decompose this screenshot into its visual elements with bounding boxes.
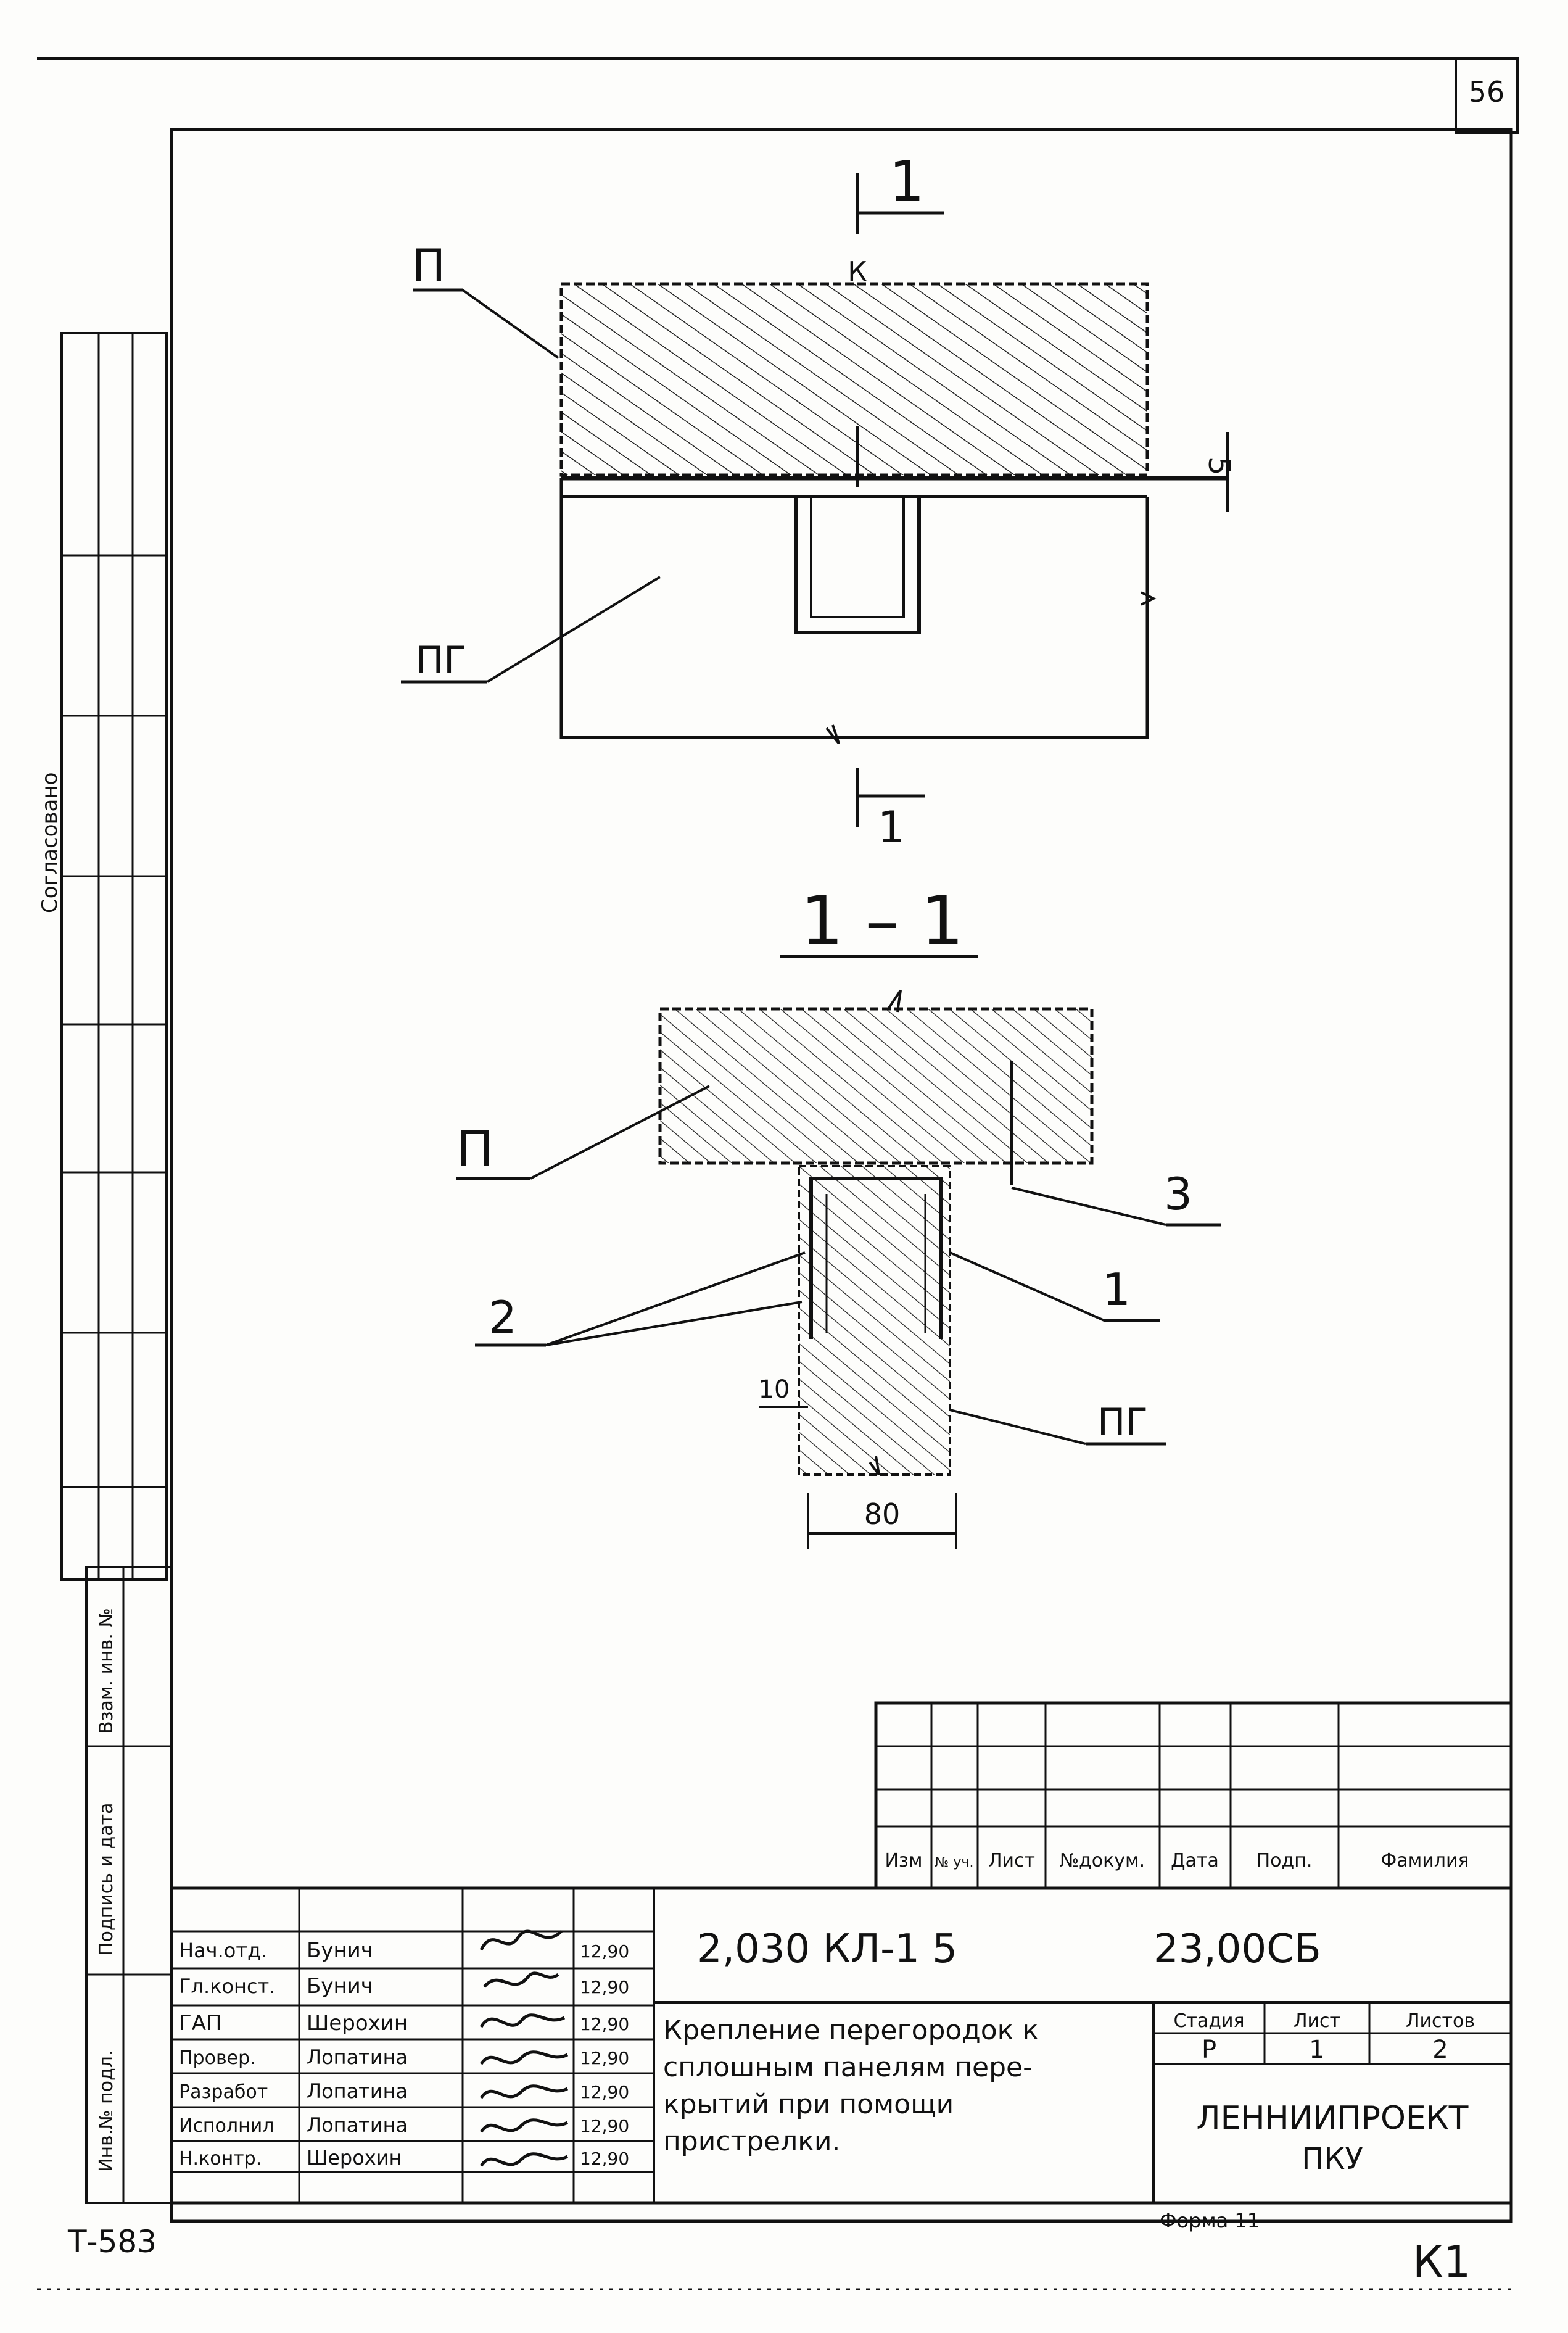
archive-number: Т-583 — [67, 2224, 157, 2260]
sheets-value: 2 — [1432, 2036, 1448, 2064]
rev-col-uch: № уч. — [935, 1855, 974, 1870]
role-5: Разработ — [179, 2081, 268, 2103]
drawing-frame — [170, 128, 1513, 2223]
form-label: Форма 11 — [1160, 2209, 1260, 2232]
rev-col-izm: Изм — [885, 1850, 922, 1871]
section-label-partition: ПГ — [1097, 1401, 1148, 1444]
section-partition — [798, 1165, 951, 1476]
agreed-label: Согласовано — [38, 773, 62, 913]
date-7: 12,90 — [580, 2149, 629, 2169]
revision-table: Изм № уч. Лист №докум. Дата Подп. Фамили… — [874, 1701, 1513, 1890]
description-line-4: пристрелки. — [663, 2126, 840, 2157]
sheet-number-box — [1455, 57, 1519, 134]
org-name: ЛЕННИИПРОЕКТ — [1197, 2100, 1469, 2137]
section-view: 1 – 1 П 3 1 2 10 — [456, 881, 1221, 1549]
doc-code-suffix: 23,00СБ — [1153, 1926, 1321, 1972]
left-strip: Согласовано Взам. инв. № Подпись и дата … — [38, 332, 173, 2204]
sheet-value: 1 — [1309, 2036, 1324, 2064]
sheets-label: Листов — [1406, 2010, 1475, 2032]
name-1: Бунич — [307, 1938, 373, 1963]
callout-1: 1 — [1102, 1264, 1131, 1316]
date-3: 12,90 — [580, 2014, 629, 2034]
corner-mark: К1 — [1413, 2237, 1471, 2287]
stage-label: Стадия — [1173, 2010, 1244, 2032]
plan-label-slab: П — [412, 239, 445, 291]
rev-col-data: Дата — [1171, 1850, 1219, 1871]
callout-2: 2 — [489, 1291, 517, 1343]
sheet-label: Лист — [1294, 2010, 1340, 2032]
section-title: 1 – 1 — [801, 881, 964, 960]
name-5: Лопатина — [307, 2079, 408, 2103]
stage-value: Р — [1202, 2036, 1216, 2064]
date-4: 12,90 — [580, 2048, 629, 2068]
rev-col-familia: Фамилия — [1380, 1850, 1469, 1871]
role-3: ГАП — [179, 2011, 222, 2036]
plan-fastener-inner — [810, 497, 905, 618]
rev-col-dokum: №докум. — [1060, 1850, 1145, 1871]
plan-dim-side: 5 — [1202, 457, 1236, 476]
dim-80: 80 — [864, 1498, 901, 1531]
description-line-1: Крепление перегородок к — [663, 2015, 1039, 2046]
role-2: Гл.конст. — [179, 1975, 275, 1998]
plan-view: 1 К 5 П ПГ 1 — [401, 149, 1236, 853]
section-bracket — [809, 1177, 943, 1339]
role-6: Исполнил — [179, 2115, 274, 2137]
role-7: Н.контр. — [179, 2148, 262, 2169]
name-3: Шерохин — [307, 2011, 408, 2036]
org-dept: ПКУ — [1302, 2142, 1363, 2176]
plan-partition — [559, 478, 1149, 739]
vzam-inv-label: Взам. инв. № — [96, 1608, 117, 1734]
plan-label-partition: ПГ — [416, 639, 466, 682]
section-bottom-number: 1 — [878, 802, 906, 853]
description-line-3: крытий при помощи — [663, 2089, 954, 2120]
doc-code: 2,030 КЛ-1 5 — [697, 1926, 957, 1972]
date-5: 12,90 — [580, 2082, 629, 2102]
dim-10: 10 — [759, 1375, 790, 1404]
section-label-slab: П — [456, 1121, 493, 1178]
role-4: Провер. — [179, 2047, 256, 2069]
role-1: Нач.отд. — [179, 1939, 267, 1962]
sheet-number: 56 — [1469, 75, 1505, 109]
date-2: 12,90 — [580, 1977, 629, 1997]
section-slab — [658, 1007, 1094, 1165]
description-line-2: сплошным панелям пере- — [663, 2052, 1033, 2083]
date-1: 12,90 — [580, 1941, 629, 1962]
section-top-number: 1 — [889, 149, 924, 214]
podpis-data-label: Подпись и дата — [96, 1803, 117, 1957]
plan-fastener-outer — [794, 497, 921, 634]
callout-3: 3 — [1164, 1168, 1192, 1220]
name-6: Лопатина — [307, 2113, 408, 2137]
name-7: Шерохин — [307, 2146, 402, 2169]
name-4: Лопатина — [307, 2045, 408, 2069]
rev-col-list: Лист — [988, 1850, 1035, 1871]
plan-slab — [559, 282, 1149, 477]
inv-podl-label: Инв.№ подл. — [96, 2050, 117, 2172]
name-2: Бунич — [307, 1974, 373, 1999]
title-block: Нач.отд. Бунич 12,90 Гл.конст. Бунич 12,… — [170, 1886, 1513, 2205]
signatures — [479, 1929, 569, 2167]
rev-col-podp: Подп. — [1256, 1850, 1313, 1871]
date-6: 12,90 — [580, 2116, 629, 2136]
